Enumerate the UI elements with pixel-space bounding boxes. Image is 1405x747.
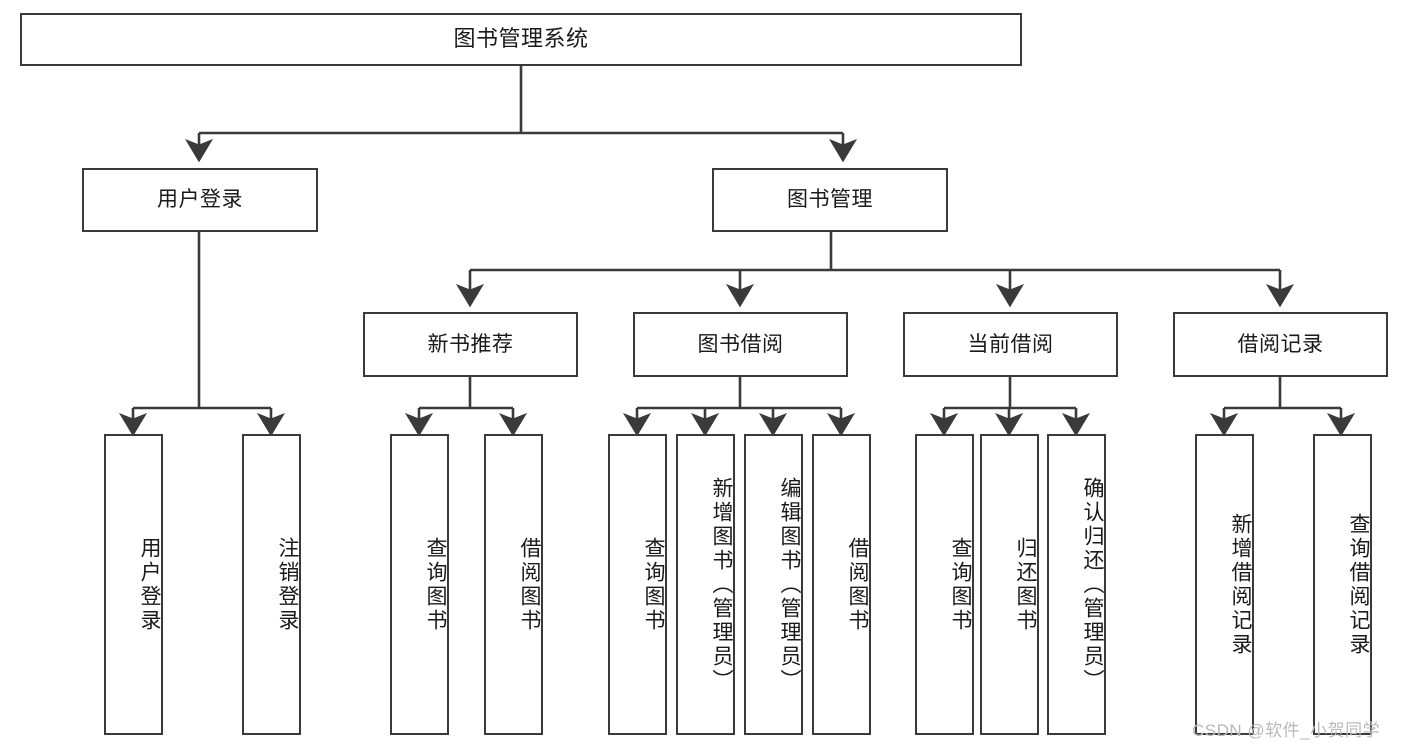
leaf-return-book[interactable]: 归还图书 [980,434,1039,735]
leaf-query-book-recommend[interactable]: 查询图书 [390,434,449,735]
leaf-edit-book-admin[interactable]: 编辑图书（管理员） [744,434,803,735]
leaf-label: 查询图书 [424,536,447,633]
leaf-label: 注销登录 [276,536,299,633]
leaf-label: 借阅图书 [846,536,869,633]
leaf-confirm-return-admin[interactable]: 确认归还（管理员） [1047,434,1106,735]
leaf-query-borrow-record[interactable]: 查询借阅记录 [1313,434,1372,735]
leaf-user-logout[interactable]: 注销登录 [242,434,301,735]
node-current-borrow[interactable]: 当前借阅 [903,312,1118,377]
watermark-text: CSDN @软件_小贺同学 [1192,721,1381,740]
leaf-label: 查询借阅记录 [1347,512,1370,657]
leaf-borrow-book-recommend[interactable]: 借阅图书 [484,434,543,735]
leaf-label: 编辑图书（管理员） [778,476,801,693]
node-book-manage[interactable]: 图书管理 [712,168,948,232]
node-borrow-record[interactable]: 借阅记录 [1173,312,1388,377]
leaf-query-book-current[interactable]: 查询图书 [915,434,974,735]
leaf-label: 归还图书 [1014,536,1037,633]
leaf-label: 借阅图书 [518,536,541,633]
node-book-borrow[interactable]: 图书借阅 [633,312,848,377]
leaf-label: 确认归还（管理员） [1081,476,1104,693]
leaf-add-book-admin[interactable]: 新增图书（管理员） [676,434,735,735]
leaf-label: 新增借阅记录 [1229,512,1252,657]
leaf-user-login[interactable]: 用户登录 [104,434,163,735]
leaf-label: 查询图书 [642,536,665,633]
leaf-label: 新增图书（管理员） [710,476,733,693]
node-new-book-recommend[interactable]: 新书推荐 [363,312,578,377]
node-user-login[interactable]: 用户登录 [82,168,318,232]
leaf-label: 查询图书 [949,536,972,633]
leaf-add-borrow-record[interactable]: 新增借阅记录 [1195,434,1254,735]
leaf-query-book-borrow[interactable]: 查询图书 [608,434,667,735]
leaf-borrow-book[interactable]: 借阅图书 [812,434,871,735]
leaf-label: 用户登录 [138,536,161,633]
node-root-system[interactable]: 图书管理系统 [20,13,1022,66]
